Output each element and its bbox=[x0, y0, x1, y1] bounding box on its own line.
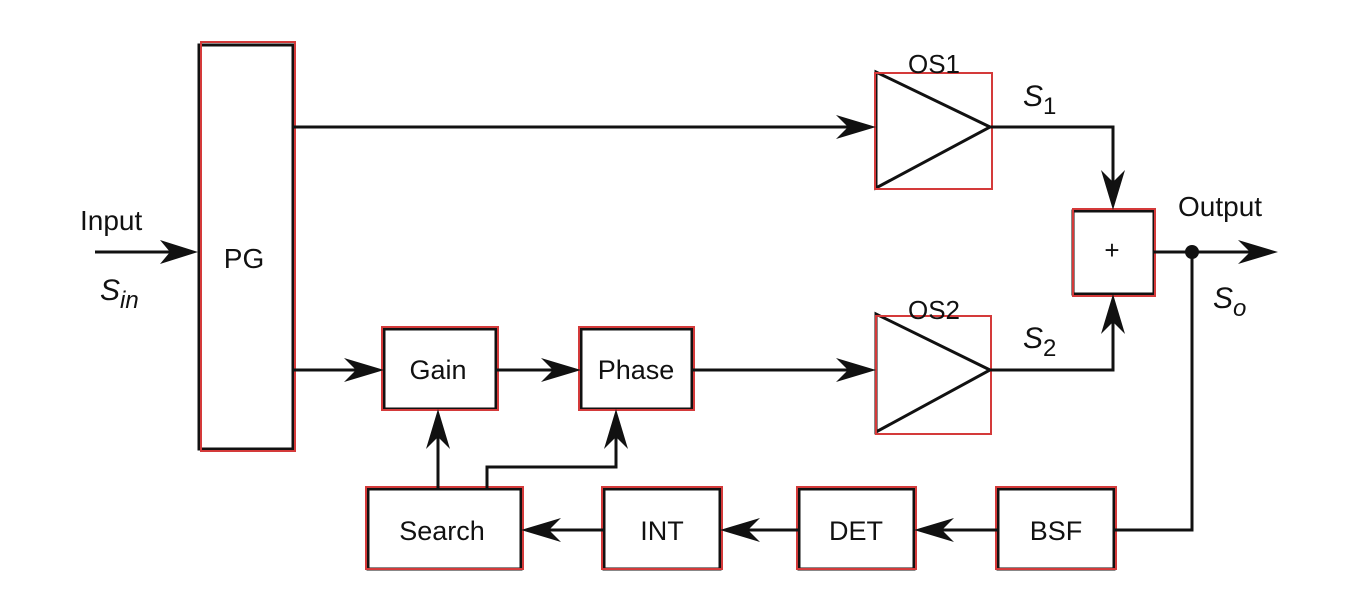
s2-symbol: S2 bbox=[1023, 322, 1056, 362]
s2-subscript: 2 bbox=[1043, 335, 1056, 362]
phase-label: Phase bbox=[598, 355, 675, 385]
phase-block: Phase bbox=[578, 326, 695, 411]
pg-to-gain-arrow bbox=[294, 358, 384, 382]
bsf-label: BSF bbox=[1030, 516, 1083, 546]
int-block: INT bbox=[601, 486, 723, 571]
os2-triangle bbox=[874, 311, 994, 435]
phase-to-os2-arrow bbox=[692, 358, 876, 382]
input-label: Input bbox=[80, 205, 142, 236]
gain-to-phase-arrow bbox=[496, 358, 581, 382]
pg-label: PG bbox=[224, 243, 264, 274]
summer-symbol: + bbox=[1104, 235, 1119, 265]
int-to-search-arrow bbox=[521, 518, 604, 542]
search-to-gain-arrow bbox=[426, 409, 450, 489]
so-main: S bbox=[1213, 282, 1233, 315]
so-subscript: o bbox=[1233, 295, 1246, 322]
s1-symbol: S1 bbox=[1023, 80, 1056, 120]
s1-main: S bbox=[1023, 80, 1043, 113]
search-label: Search bbox=[399, 516, 485, 546]
s2-path-arrow bbox=[990, 294, 1125, 372]
input-arrow bbox=[95, 240, 198, 264]
os1-triangle bbox=[874, 69, 994, 191]
s1-path-arrow bbox=[990, 125, 1125, 210]
s1-subscript: 1 bbox=[1043, 93, 1056, 120]
sin-subscript: in bbox=[120, 287, 139, 314]
output-label: Output bbox=[1178, 191, 1262, 222]
det-block: DET bbox=[796, 486, 917, 571]
bsf-block: BSF bbox=[995, 486, 1117, 571]
output-arrow bbox=[1154, 240, 1278, 264]
det-to-int-arrow bbox=[720, 518, 799, 542]
det-label: DET bbox=[829, 516, 883, 546]
search-to-phase-arrow bbox=[485, 409, 628, 489]
os1-label: OS1 bbox=[908, 49, 960, 79]
summer-block: + bbox=[1071, 208, 1156, 297]
sin-symbol: Sin bbox=[100, 274, 139, 314]
os1-amplifier: OS1 bbox=[874, 49, 994, 191]
os2-label: OS2 bbox=[908, 295, 960, 325]
feedback-tap-wire bbox=[1114, 252, 1194, 532]
int-label: INT bbox=[640, 516, 684, 546]
pg-block: PG bbox=[197, 41, 296, 452]
search-block: Search bbox=[365, 486, 524, 571]
sin-main: S bbox=[100, 274, 120, 307]
gain-label: Gain bbox=[409, 355, 466, 385]
os2-amplifier: OS2 bbox=[874, 295, 994, 435]
so-symbol: So bbox=[1213, 282, 1246, 322]
s2-main: S bbox=[1023, 322, 1043, 355]
gain-block: Gain bbox=[381, 326, 499, 411]
bsf-to-det-arrow bbox=[914, 518, 998, 542]
pg-to-os1-arrow bbox=[294, 115, 876, 139]
